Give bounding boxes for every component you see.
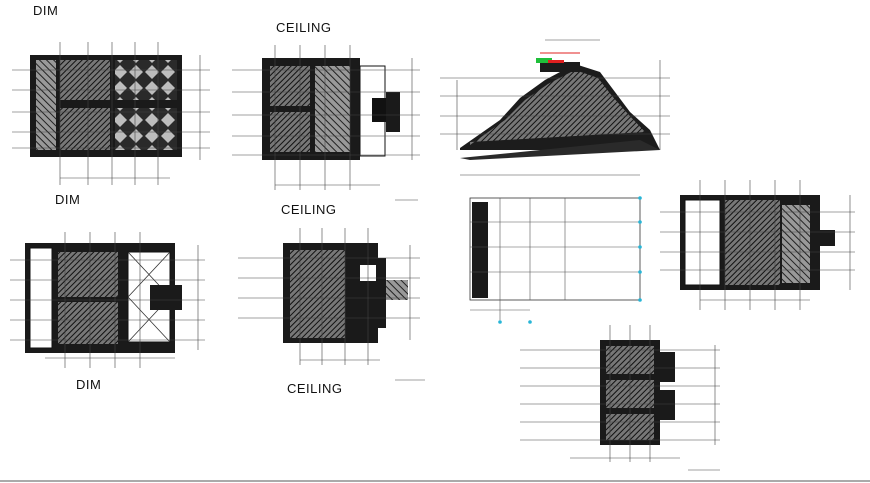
grid-elevation	[469, 196, 642, 324]
plan-ceiling-1	[232, 45, 420, 201]
label-dim-top-left: DIM	[33, 3, 59, 18]
plan-dim-2	[10, 232, 205, 368]
section-elevation	[440, 39, 670, 176]
label-dim-middle-left: DIM	[55, 192, 81, 207]
plan-dim-1	[12, 42, 210, 185]
label-ceiling-bottom: CEILING	[287, 381, 343, 396]
plan-ceiling-2	[238, 228, 425, 381]
plan-right	[660, 180, 855, 310]
plan-bottom	[520, 325, 720, 471]
label-ceiling-top: CEILING	[276, 20, 332, 35]
label-dim-bottom-left: DIM	[76, 377, 102, 392]
label-ceiling-middle: CEILING	[281, 202, 337, 217]
